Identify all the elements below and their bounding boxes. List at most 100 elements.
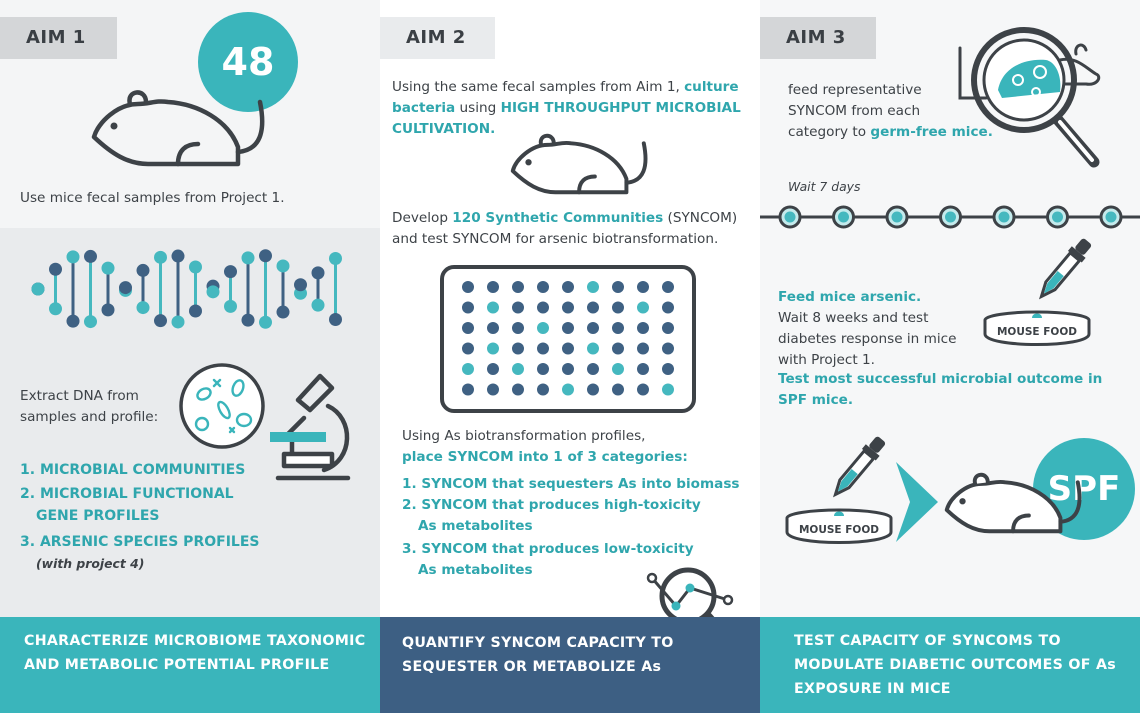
dna-icon [31,249,342,329]
well [612,301,624,314]
dna-node [119,281,132,295]
aim3-footer-line-2: MODULATE DIABETIC OUTCOMES OF As [794,657,1116,673]
aim1-tab: AIM 1 [0,17,117,59]
synthetic-communities-highlight: 120 Synthetic Communities [452,210,664,226]
spf-badge-label: SPF [1047,469,1121,509]
well [662,383,674,396]
well [562,383,574,396]
well [462,301,474,314]
dna-node [276,305,290,319]
timeline-day-marker-core [784,211,796,223]
dna-node [311,298,325,312]
dna-node [171,249,185,263]
dna-node [311,266,325,280]
well [562,322,574,334]
well [562,281,574,293]
mouse-icon [944,472,1082,534]
aim2-intro-text: Using the same fecal samples from Aim 1,… [392,77,752,140]
dna-node [329,313,342,327]
timeline-day-marker-core [945,211,956,223]
well [662,322,674,334]
well [462,383,474,396]
bacteria-highlight: bacteria [392,100,456,116]
aim3-footer: TEST CAPACITY OF SYNCOMS TO MODULATE DIA… [760,617,1140,713]
well [487,342,499,355]
aim1-footer-line-1: CHARACTERIZE MICROBIOME TAXONOMIC [24,633,366,649]
dna-node [84,249,97,263]
timeline-day-marker-core [838,211,849,223]
feed-syncom-text: feed representative SYNCOM from each cat… [788,80,993,143]
well [537,363,549,375]
well [537,301,549,314]
germ-free-highlight: germ-free mice. [870,124,993,140]
well [537,281,549,293]
extract-line-2: samples and profile: [20,409,159,425]
dna-node [101,303,115,317]
well [462,363,474,375]
well [512,383,524,396]
using-line-2: place SYNCOM into 1 of 3 categories: [402,449,688,465]
food-dish-label: MOUSE FOOD [996,326,1078,338]
well [512,281,524,293]
well [587,383,599,396]
dna-node [329,251,342,265]
aim1-footer-line-2: AND METABOLIC POTENTIAL PROFILE [24,657,330,673]
category-number: 1. [402,476,417,492]
test-line-2: SPF mice. [778,392,854,408]
aim3-footer-line-1: TEST CAPACITY OF SYNCOMS TO [794,633,1061,649]
timeline-day-marker-core [1052,211,1063,223]
profile-list-item: 3. ARSENIC SPECIES PROFILES(with project… [20,531,259,575]
dna-node [294,278,307,292]
microscope-icon [270,373,351,481]
arrow-icon [896,462,938,542]
cultivation-highlight: HIGH THROUGHPUT MICROBIAL [500,100,741,116]
feed-line-1: feed representative [788,82,922,98]
well [562,342,574,355]
well [587,363,599,375]
well-grid [462,281,674,396]
well [637,301,649,314]
aim3-column: AIM 3 feed representative SYNCOM from ea… [760,0,1140,713]
dna-node [224,299,237,313]
well [612,363,624,375]
dna-node [49,302,62,316]
syncom-category-item: 1. SYNCOM that sequesters As into biomas… [402,474,740,495]
category-text: SYNCOM that produces low-toxicity [421,541,694,557]
wait-days-label: Wait 7 days [788,179,861,194]
count-badge-value: 48 [221,40,275,84]
timeline-day-marker-core [1105,211,1117,223]
food-dish-icon: MOUSE FOOD [784,508,894,546]
aim1-column: AIM 1 48 Use mice fecal samples from Pro… [0,0,380,713]
well [537,383,549,396]
pipette-icon [1038,238,1092,300]
well [612,342,624,355]
dna-node [276,259,290,273]
list-number: 2. [20,486,36,502]
well [637,281,649,293]
count-badge: 48 [198,12,298,112]
using-line-1: Using As biotransformation profiles, [402,428,646,444]
dna-node [66,314,80,328]
dna-node [101,261,115,275]
dna-node [259,315,272,329]
dna-node [259,249,272,263]
feed-line-3a: category to [788,124,871,140]
well [637,322,649,334]
list-text-line2: (with project 4) [36,556,145,571]
well [587,322,599,334]
develop-part-c: (SYNCOM) [663,210,738,226]
dna-node [171,315,185,329]
timeline [760,205,1140,229]
food-dish-icon: MOUSE FOOD [982,310,1092,348]
well [487,363,499,375]
aim2-footer: QUANTIFY SYNCOM CAPACITY TO SEQUESTER OR… [380,617,760,713]
aim2-column: AIM 2 Using the same fecal samples from … [380,0,760,713]
aim2-intro-part-d: using [455,100,501,116]
list-text-line2: GENE PROFILES [36,508,160,524]
well [487,383,499,396]
dna-node [154,314,167,328]
arsenic-line-3: diabetes response in mice [778,331,957,347]
spf-badge: SPF [1033,438,1135,540]
cultivation-end: CULTIVATION. [392,121,496,137]
